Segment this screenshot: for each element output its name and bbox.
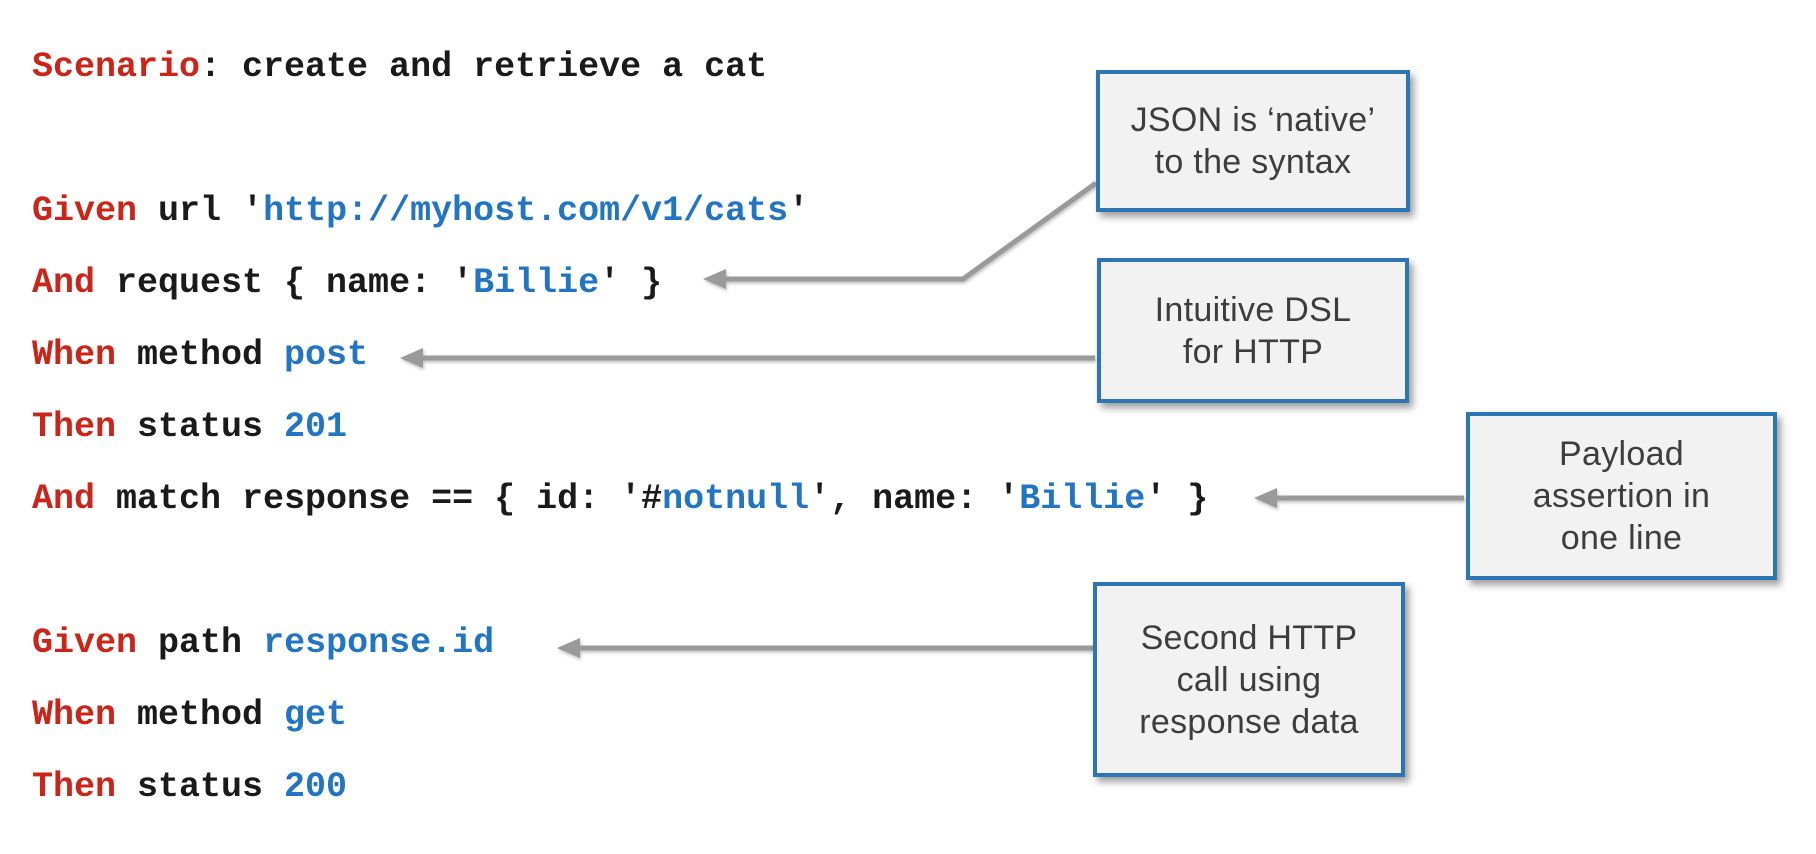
code-token-plain: ' } [599,263,663,303]
code-token-plain: ', name: ' [809,479,1020,519]
code-token-plain: method [116,695,285,735]
code-line: Scenario: create and retrieve a cat [32,31,1208,103]
arrow-intuitive-dsl [400,348,1095,368]
code-token-plain: url ' [137,191,264,231]
code-token-keyword: Then [32,407,117,447]
callout-intuitive-dsl-text: Intuitive DSL for HTTP [1154,290,1352,371]
code-token-value: Billie [1019,479,1146,519]
code-token-keyword: Given [32,191,138,231]
code-token-value: response.id [263,623,495,663]
code-token-value: 201 [284,407,348,447]
callout-second-call-text: Second HTTP call using response data [1139,618,1359,741]
code-token-plain: path [137,623,264,663]
code-line: When method get [32,679,1208,751]
callout-json-native: JSON is ‘native’ to the syntax [1096,70,1410,212]
code-token-value: get [284,695,348,735]
code-token-plain: ' } [1145,479,1209,519]
code-token-keyword: Then [32,767,117,807]
code-token-keyword: When [32,335,117,375]
code-token-plain: match response == { id: '# [95,479,663,519]
code-token-keyword: And [32,263,96,303]
arrow-payload-assertion [1254,488,1464,508]
code-line: And request { name: 'Billie' } [32,247,1208,319]
code-line: And match response == { id: '#notnull', … [32,463,1208,535]
code-token-plain: : create and retrieve a cat [200,47,768,87]
code-token-value: http://myhost.com/v1/cats [263,191,789,231]
code-line: Given path response.id [32,607,1208,679]
callout-intuitive-dsl: Intuitive DSL for HTTP [1097,258,1409,403]
code-token-plain: ' [788,191,810,231]
code-token-keyword: Given [32,623,138,663]
code-token-keyword: Scenario [32,47,201,87]
code-line: Given url 'http://myhost.com/v1/cats' [32,175,1208,247]
code-token-plain: status [116,767,285,807]
code-token-value: Billie [473,263,600,303]
code-line: Then status 200 [32,751,1208,823]
callout-payload-assertion-text: Payload assertion in one line [1532,435,1711,557]
code-token-plain: request { name: ' [95,263,474,303]
code-token-keyword: And [32,479,96,519]
code-token-value: notnull [662,479,810,519]
arrow-second-call [557,638,1093,658]
arrow-json-native [703,180,1098,289]
code-token-plain: status [116,407,285,447]
callout-second-call: Second HTTP call using response data [1093,582,1405,777]
code-token-value: post [284,335,369,375]
code-line: Then status 201 [32,391,1208,463]
callout-json-native-text: JSON is ‘native’ to the syntax [1130,101,1376,181]
code-token-keyword: When [32,695,117,735]
code-token-plain: method [116,335,285,375]
code-line: When method post [32,319,1208,391]
callout-payload-assertion: Payload assertion in one line [1466,412,1777,580]
code-token-value: 200 [284,767,348,807]
